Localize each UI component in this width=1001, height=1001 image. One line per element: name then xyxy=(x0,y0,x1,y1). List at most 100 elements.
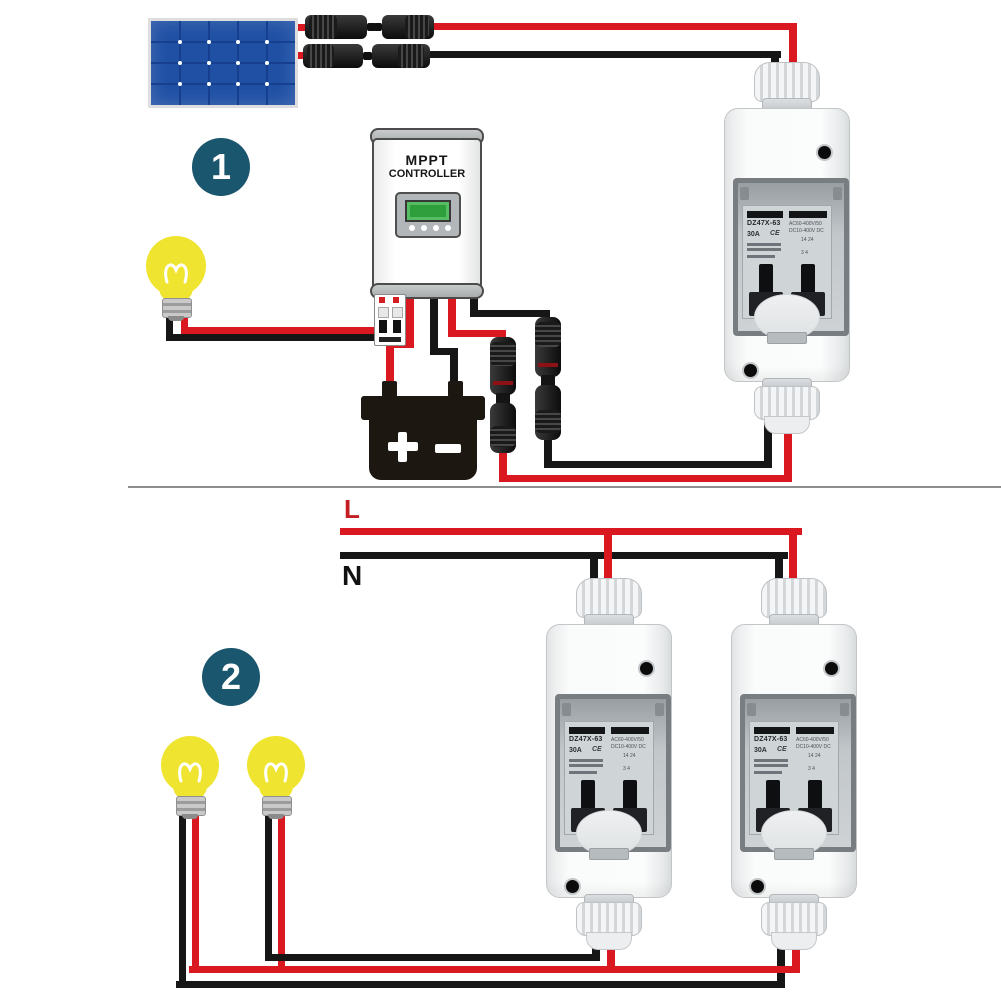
mc4-connector xyxy=(490,337,516,395)
breaker-rating: 30A xyxy=(754,747,767,754)
mc4-wire xyxy=(499,450,507,482)
breaker-out-wire xyxy=(764,420,772,468)
cable-gland-bottom xyxy=(761,902,827,936)
battery-minus-icon xyxy=(435,444,461,453)
mc4-connector xyxy=(490,403,516,453)
cable-gland-top xyxy=(576,578,642,618)
bulb-base xyxy=(176,796,206,816)
mc4-joint xyxy=(541,375,555,387)
pv-wire xyxy=(430,51,781,58)
mc4-connector-female xyxy=(374,15,434,39)
breaker-out-wire xyxy=(784,420,792,482)
dc-breaker-enclosure-3: DZ47X-63 30A CE AC60-400V/50 DC10-400V D… xyxy=(731,578,857,952)
load-wire xyxy=(181,305,188,334)
step-badge-2: 2 xyxy=(202,648,260,706)
neutral-label: N xyxy=(342,560,363,591)
load-wire xyxy=(166,305,173,341)
solar-panel xyxy=(148,18,298,108)
ce-mark: CE xyxy=(770,230,780,237)
dc-breaker-enclosure-1: DZ47X-63 30A CE AC60-400V/50 DC10-400V D… xyxy=(724,62,850,436)
bulb-filament-icon xyxy=(264,762,288,783)
cable-gland-top xyxy=(754,62,820,102)
neutral-rail xyxy=(265,954,600,961)
mppt-pv-wire xyxy=(470,293,478,317)
battery-wire xyxy=(386,341,394,389)
bulb-wire xyxy=(278,812,285,973)
dc-breaker-enclosure-2: DZ47X-63 30A CE AC60-400V/50 DC10-400V D… xyxy=(546,578,672,952)
pv-wire xyxy=(789,23,797,68)
screw-icon xyxy=(638,660,655,677)
live-line xyxy=(340,528,802,535)
battery-wire xyxy=(406,293,414,348)
neutral-drop xyxy=(590,552,598,582)
section-divider xyxy=(128,486,1001,488)
bulb-filament-icon xyxy=(178,762,202,783)
breaker-out-wire xyxy=(500,475,792,482)
latch-notch xyxy=(767,332,807,344)
screw-icon xyxy=(823,660,840,677)
neutral-rail xyxy=(176,981,785,988)
battery-wire xyxy=(450,348,458,389)
pv-wire xyxy=(296,24,308,31)
breaker-model: DZ47X-63 xyxy=(747,220,781,227)
breaker-spec: AC60-400V/50 xyxy=(789,221,822,227)
breaker-out-wire xyxy=(552,461,772,468)
breaker-spec: AC60-400V/50 xyxy=(611,737,644,743)
latch-notch xyxy=(774,848,814,860)
load-wire xyxy=(181,327,389,334)
ce-mark: CE xyxy=(777,746,787,753)
mppt-title-line2: CONTROLLER xyxy=(388,168,466,180)
cable-gland-bottom xyxy=(576,902,642,936)
breaker-out-wire xyxy=(607,940,615,973)
breaker-model: DZ47X-63 xyxy=(569,736,603,743)
bulb-wire xyxy=(265,812,272,961)
live-drop xyxy=(604,528,612,582)
battery-terminal-positive xyxy=(382,381,397,397)
bulb-base xyxy=(262,796,292,816)
breaker-rating: 30A xyxy=(569,747,582,754)
mppt-screen xyxy=(405,200,451,222)
latch-notch xyxy=(589,848,629,860)
battery-wire xyxy=(430,348,458,355)
breaker-spec: DC10-400V DC xyxy=(796,744,831,750)
pv-wire xyxy=(771,51,779,68)
breaker-spec: DC10-400V DC xyxy=(611,744,646,750)
screw-icon xyxy=(742,362,759,379)
mc4-connector xyxy=(535,385,561,440)
live-label: L xyxy=(344,494,360,524)
step-badge-1: 1 xyxy=(192,138,250,196)
cable-gland-top xyxy=(761,578,827,618)
mppt-controller: MPPT CONTROLLER xyxy=(372,138,482,290)
live-drop xyxy=(789,528,797,582)
breaker-model: DZ47X-63 xyxy=(754,736,788,743)
breaker-spec: AC60-400V/50 xyxy=(796,737,829,743)
mc4-joint xyxy=(496,393,510,405)
ce-mark: CE xyxy=(592,746,602,753)
mc4-connector-female xyxy=(364,44,430,68)
cable-gland-bottom xyxy=(754,386,820,420)
battery xyxy=(369,420,477,480)
breaker-out-wire xyxy=(592,940,600,961)
mc4-wire xyxy=(544,438,552,468)
bulb-wire xyxy=(179,812,186,988)
bulb-filament-icon xyxy=(164,263,188,284)
load-wire xyxy=(166,334,400,341)
breaker-rating: 30A xyxy=(747,231,760,238)
mppt-button xyxy=(433,225,439,231)
mppt-display xyxy=(395,192,461,238)
mc4-connector-male xyxy=(303,44,372,68)
pv-wire xyxy=(296,52,306,59)
screw-icon xyxy=(749,878,766,895)
mppt-pv-wire xyxy=(448,293,456,337)
mppt-pv-wire xyxy=(448,330,506,337)
mini-breaker xyxy=(374,294,406,346)
mc4-connector xyxy=(535,317,561,377)
neutral-line xyxy=(340,552,788,559)
breaker-out-wire xyxy=(777,940,785,988)
mppt-button xyxy=(409,225,415,231)
pv-wire xyxy=(432,23,797,30)
screw-icon xyxy=(564,878,581,895)
breaker-spec: DC10-400V DC xyxy=(789,228,824,234)
battery-lid xyxy=(361,396,485,420)
